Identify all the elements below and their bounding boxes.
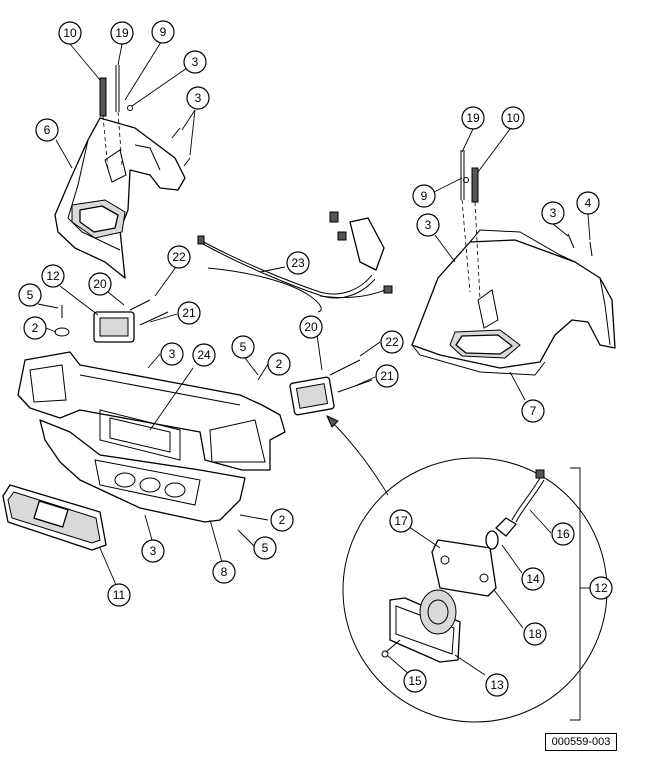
- callout-label: 17: [394, 514, 408, 528]
- callout-label: 3: [169, 347, 176, 361]
- callout-12-detail: 12: [589, 576, 613, 600]
- callout-3-top-left-b: 3: [186, 86, 210, 110]
- callout-19-top-left: 19: [110, 21, 134, 45]
- callout-label: 2: [276, 357, 283, 371]
- callout-label: 3: [195, 91, 202, 105]
- callout-3-bottom: 3: [141, 539, 165, 563]
- callout-10-top-left: 10: [58, 21, 82, 45]
- callout-4-right: 4: [576, 191, 600, 215]
- callout-15-detail: 15: [403, 669, 427, 693]
- detail-view-circle: [342, 457, 608, 723]
- detail-pointer-arrow: [329, 419, 389, 496]
- callout-label: 3: [150, 544, 157, 558]
- callout-label: 6: [44, 123, 51, 137]
- callout-label: 5: [262, 541, 269, 555]
- grille: [2, 484, 107, 551]
- callout-label: 18: [528, 627, 542, 641]
- callout-3-center: 3: [160, 342, 184, 366]
- callout-label: 23: [291, 256, 305, 270]
- callout-label: 9: [421, 189, 428, 203]
- callout-label: 16: [556, 527, 570, 541]
- callout-16-detail: 16: [551, 522, 575, 546]
- callout-14-detail: 14: [521, 567, 545, 591]
- callout-2-center: 2: [267, 352, 291, 376]
- callout-label: 2: [32, 321, 39, 335]
- callout-22-right: 22: [380, 330, 404, 354]
- callout-label: 11: [113, 588, 126, 602]
- callout-label: 12: [46, 269, 60, 283]
- callout-5-left: 5: [18, 283, 42, 307]
- callout-label: 4: [585, 196, 592, 210]
- callout-label: 10: [63, 26, 77, 40]
- callout-3-top-left-a: 3: [183, 50, 207, 74]
- callout-label: 22: [385, 335, 399, 349]
- leader-lines: [37, 41, 591, 676]
- callout-17-detail: 17: [389, 509, 413, 533]
- callout-24-center: 24: [192, 343, 216, 367]
- callout-21-right: 21: [375, 364, 399, 388]
- callout-2-left: 2: [23, 316, 47, 340]
- callout-5-center: 5: [231, 335, 255, 359]
- callout-label: 19: [466, 111, 480, 125]
- callout-11-grille: 11: [107, 583, 131, 607]
- callout-label: 3: [192, 55, 199, 69]
- callout-3-right-b: 3: [541, 201, 565, 225]
- callout-13-detail: 13: [485, 673, 509, 697]
- callout-19-top-right: 19: [461, 106, 485, 130]
- drawing-reference-number: 000559-003: [545, 733, 617, 751]
- callout-label: 7: [530, 404, 537, 418]
- callout-label: 3: [550, 206, 557, 220]
- callout-2-bottom: 2: [270, 508, 294, 532]
- callout-label: 14: [526, 572, 540, 586]
- callout-10-top-right: 10: [501, 106, 525, 130]
- callout-3-right-a: 3: [416, 213, 440, 237]
- callout-20-right: 20: [299, 315, 323, 339]
- callout-7-right-fender: 7: [521, 399, 545, 423]
- right-headlight-pod: [289, 359, 373, 416]
- callout-label: 21: [380, 369, 394, 383]
- callout-label: 9: [160, 25, 167, 39]
- front-body: [39, 419, 246, 523]
- callout-label: 22: [172, 250, 186, 264]
- callout-22-left: 22: [167, 245, 191, 269]
- callout-18-detail: 18: [523, 622, 547, 646]
- callout-21-left: 21: [177, 301, 201, 325]
- callout-6-left-fender: 6: [35, 118, 59, 142]
- left-fender-assembly: [54, 65, 191, 279]
- callout-label: 3: [425, 218, 432, 232]
- callout-9-top-left: 9: [151, 20, 175, 44]
- wire-harness: [197, 211, 393, 313]
- callout-23-harness: 23: [286, 251, 310, 275]
- callout-label: 20: [304, 320, 318, 334]
- callout-label: 2: [279, 513, 286, 527]
- callout-label: 5: [240, 340, 247, 354]
- callout-label: 24: [197, 348, 211, 362]
- left-headlight-pod: [54, 299, 169, 343]
- callout-label: 5: [27, 288, 34, 302]
- brush-guard: [17, 351, 286, 471]
- callout-label: 15: [408, 674, 422, 688]
- callout-5-bottom: 5: [253, 536, 277, 560]
- callout-9-right: 9: [412, 184, 436, 208]
- callout-label: 12: [594, 581, 608, 595]
- callout-8-front-body: 8: [212, 560, 236, 584]
- right-fender-assembly: [411, 150, 616, 376]
- callout-label: 19: [115, 26, 129, 40]
- callout-20-left: 20: [88, 272, 112, 296]
- callout-label: 10: [506, 111, 520, 125]
- callout-label: 13: [490, 678, 504, 692]
- detail-bracket: [570, 467, 581, 721]
- callout-label: 20: [93, 277, 107, 291]
- callout-12-left: 12: [41, 264, 65, 288]
- callout-label: 21: [182, 306, 196, 320]
- callout-label: 8: [221, 565, 228, 579]
